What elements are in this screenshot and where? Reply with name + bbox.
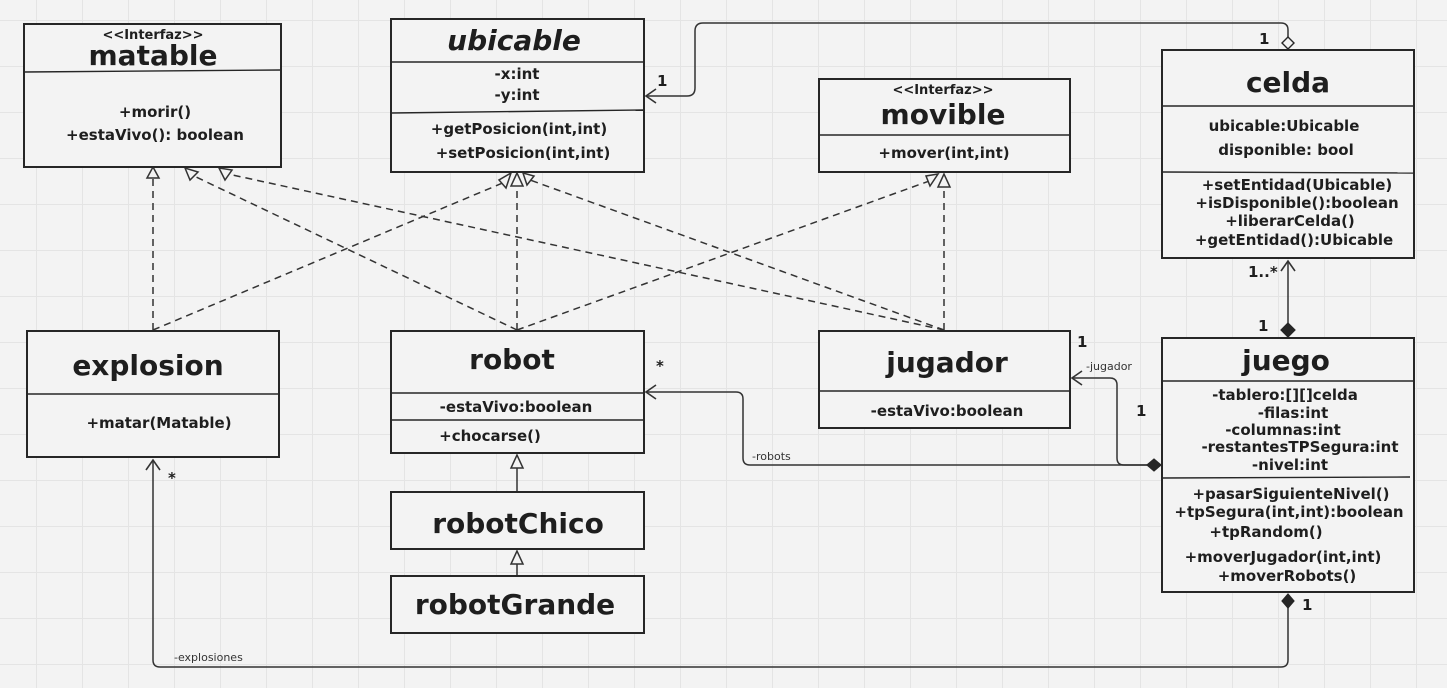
ubicable-attr-x: -x:int	[495, 65, 540, 83]
explosion-method-1: +matar(Matable)	[86, 414, 231, 432]
realization-jugador-ubicable	[529, 179, 945, 331]
mult-celda-juego-celda: 1..*	[1248, 263, 1278, 281]
matable-method-2: +estaVivo(): boolean	[66, 126, 244, 144]
ubicable-name: ubicable	[447, 24, 581, 57]
role-robots: -robots	[752, 450, 791, 463]
ubicable-attr-y: -y:int	[495, 86, 540, 104]
role-explosiones: -explosiones	[174, 651, 243, 664]
realization-head-matable-c	[217, 167, 234, 182]
robotgrande-name: robotGrande	[415, 588, 615, 621]
class-juego[interactable]: juego -tablero:[][]celda -filas:int -col…	[1161, 337, 1415, 593]
realization-head-matable-a	[145, 165, 161, 179]
mult-explosiones: *	[168, 469, 176, 487]
realization-head-movible-a	[924, 172, 940, 188]
composition-diamond-juego-bottom	[1281, 593, 1295, 609]
juego-method-5: +moverRobots()	[1218, 567, 1357, 585]
celda-attr-disponible: disponible: bool	[1218, 141, 1353, 159]
juego-attr-filas: -filas:int	[1258, 404, 1329, 422]
realization-head-movible-b	[936, 172, 952, 188]
jugador-attr-estavivo: -estaVivo:boolean	[871, 402, 1024, 420]
juego-attr-columnas: -columnas:int	[1225, 421, 1341, 439]
realization-head-ubicable-c	[521, 171, 536, 187]
mult-celda-ubicable-ubicable: 1	[657, 72, 667, 90]
arrowhead-robot	[644, 384, 657, 400]
celda-name: celda	[1246, 66, 1330, 99]
matable-stereotype: <<Interfaz>>	[102, 28, 203, 43]
juego-attr-restantes: -restantesTPSegura:int	[1201, 438, 1398, 456]
class-movible[interactable]: <<Interfaz>> movible +mover(int,int)	[818, 78, 1071, 173]
celda-method-3: +liberarCelda()	[1225, 212, 1355, 230]
realization-robot-matable	[193, 175, 518, 331]
class-jugador[interactable]: jugador -estaVivo:boolean	[818, 330, 1071, 429]
realization-head-ubicable-a	[497, 171, 513, 190]
matable-name: matable	[89, 39, 218, 72]
juego-method-1: +pasarSiguienteNivel()	[1192, 485, 1389, 503]
juego-method-4: +moverJugador(int,int)	[1185, 548, 1382, 566]
realization-jugador-matable	[227, 173, 945, 331]
mult-celda-juego-juego: 1	[1258, 317, 1268, 335]
class-robotgrande[interactable]: robotGrande	[390, 575, 645, 634]
juego-name: juego	[1241, 344, 1330, 377]
generalization-head-robot	[509, 453, 525, 469]
class-matable[interactable]: <<Interfaz>> matable +morir() +estaVivo(…	[23, 23, 282, 168]
ubicable-method-1: +getPosicion(int,int)	[431, 120, 607, 138]
composition-diamond-juego-left	[1146, 458, 1162, 472]
mult-jugador: 1	[1077, 333, 1087, 351]
aggregation-diamond-celda	[1281, 36, 1295, 50]
association-juego-robots	[646, 391, 1147, 466]
robot-attr-estavivo: -estaVivo:boolean	[440, 398, 593, 416]
realization-head-matable-b	[183, 166, 200, 182]
association-celda-ubicable	[646, 22, 1289, 97]
generalization-head-robotchico	[509, 549, 525, 565]
association-juego-jugador	[1072, 377, 1147, 466]
ubicable-method-2: +setPosicion(int,int)	[436, 144, 611, 162]
celda-method-2: +isDisponible():boolean	[1195, 194, 1398, 212]
jugador-name: jugador	[885, 346, 1008, 379]
celda-attr-ubicable: ubicable:Ubicable	[1209, 117, 1360, 135]
arrowhead-celda	[1280, 259, 1296, 272]
juego-method-3: +tpRandom()	[1209, 523, 1322, 541]
realization-explosion-ubicable	[152, 181, 506, 331]
role-jugador: -jugador	[1086, 360, 1132, 373]
class-robot[interactable]: robot -estaVivo:boolean +chocarse()	[390, 330, 645, 454]
class-robotchico[interactable]: robotChico	[390, 491, 645, 550]
explosion-name: explosion	[72, 349, 223, 382]
realization-robot-movible	[516, 179, 933, 331]
composition-diamond-juego-top	[1280, 322, 1296, 338]
mult-robots: *	[656, 357, 664, 375]
class-explosion[interactable]: explosion +matar(Matable)	[26, 330, 280, 458]
robotchico-name: robotChico	[432, 507, 604, 540]
robot-name: robot	[469, 343, 555, 376]
juego-attr-tablero: -tablero:[][]celda	[1212, 386, 1358, 404]
arrowhead-jugador	[1070, 370, 1083, 386]
arrowhead-explosion	[145, 458, 161, 471]
class-celda[interactable]: celda ubicable:Ubicable disponible: bool…	[1161, 49, 1415, 259]
juego-attr-nivel: -nivel:int	[1252, 456, 1328, 474]
movible-stereotype: <<Interfaz>>	[892, 83, 993, 98]
mult-explosiones-juego: 1	[1302, 596, 1312, 614]
arrowhead-ubicable	[644, 88, 657, 104]
class-ubicable[interactable]: ubicable -x:int -y:int +getPosicion(int,…	[390, 18, 645, 173]
robot-method-1: +chocarse()	[439, 427, 541, 445]
juego-method-2: +tpSegura(int,int):boolean	[1174, 503, 1403, 521]
celda-method-4: +getEntidad():Ubicable	[1195, 231, 1393, 249]
mult-jugador-juego: 1	[1136, 402, 1146, 420]
matable-method-1: +morir()	[119, 103, 191, 121]
movible-name: movible	[881, 98, 1006, 131]
celda-method-1: +setEntidad(Ubicable)	[1202, 176, 1393, 194]
mult-celda-ubicable-celda: 1	[1259, 30, 1269, 48]
movible-method-1: +mover(int,int)	[878, 144, 1009, 162]
association-juego-explosiones	[152, 460, 1289, 668]
realization-head-ubicable-b	[509, 171, 525, 187]
